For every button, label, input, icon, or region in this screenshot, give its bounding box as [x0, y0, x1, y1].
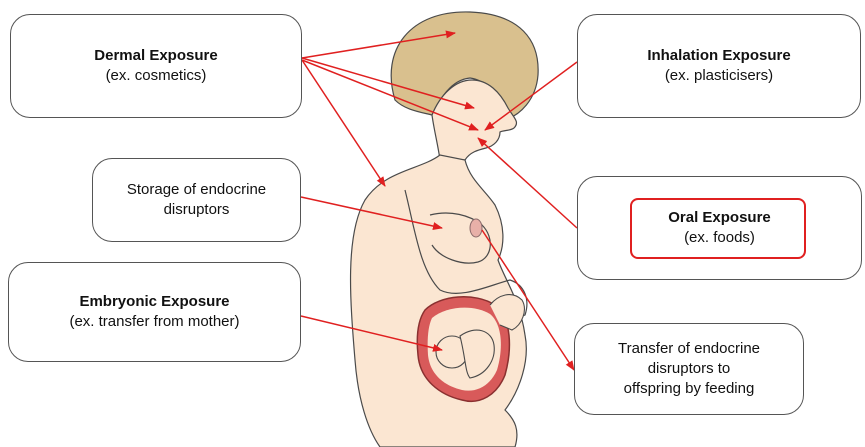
transfer-line-2: disruptors to: [648, 359, 731, 379]
inhalation-exposure-title: Inhalation Exposure: [647, 46, 790, 66]
inhalation-exposure-example: (ex. plasticisers): [665, 66, 773, 86]
transfer-feeding-box: Transfer of endocrine disruptors to offs…: [574, 323, 804, 415]
storage-box: Storage of endocrine disruptors: [92, 158, 301, 242]
dermal-exposure-title: Dermal Exposure: [94, 46, 217, 66]
transfer-line-1: Transfer of endocrine: [618, 339, 760, 359]
embryonic-exposure-title: Embryonic Exposure: [79, 292, 229, 312]
inhalation-exposure-box: Inhalation Exposure (ex. plasticisers): [577, 14, 861, 118]
transfer-line-3: offspring by feeding: [624, 379, 755, 399]
pregnant-woman-figure: [351, 12, 539, 447]
storage-line-1: Storage of endocrine: [127, 180, 266, 200]
embryonic-exposure-example: (ex. transfer from mother): [69, 312, 239, 332]
storage-line-2: disruptors: [164, 200, 230, 220]
dermal-exposure-example: (ex. cosmetics): [106, 66, 207, 86]
dermal-exposure-box: Dermal Exposure (ex. cosmetics): [10, 14, 302, 118]
oral-exposure-highlight: [630, 198, 806, 259]
embryonic-exposure-box: Embryonic Exposure (ex. transfer from mo…: [8, 262, 301, 362]
nipple: [470, 219, 482, 237]
